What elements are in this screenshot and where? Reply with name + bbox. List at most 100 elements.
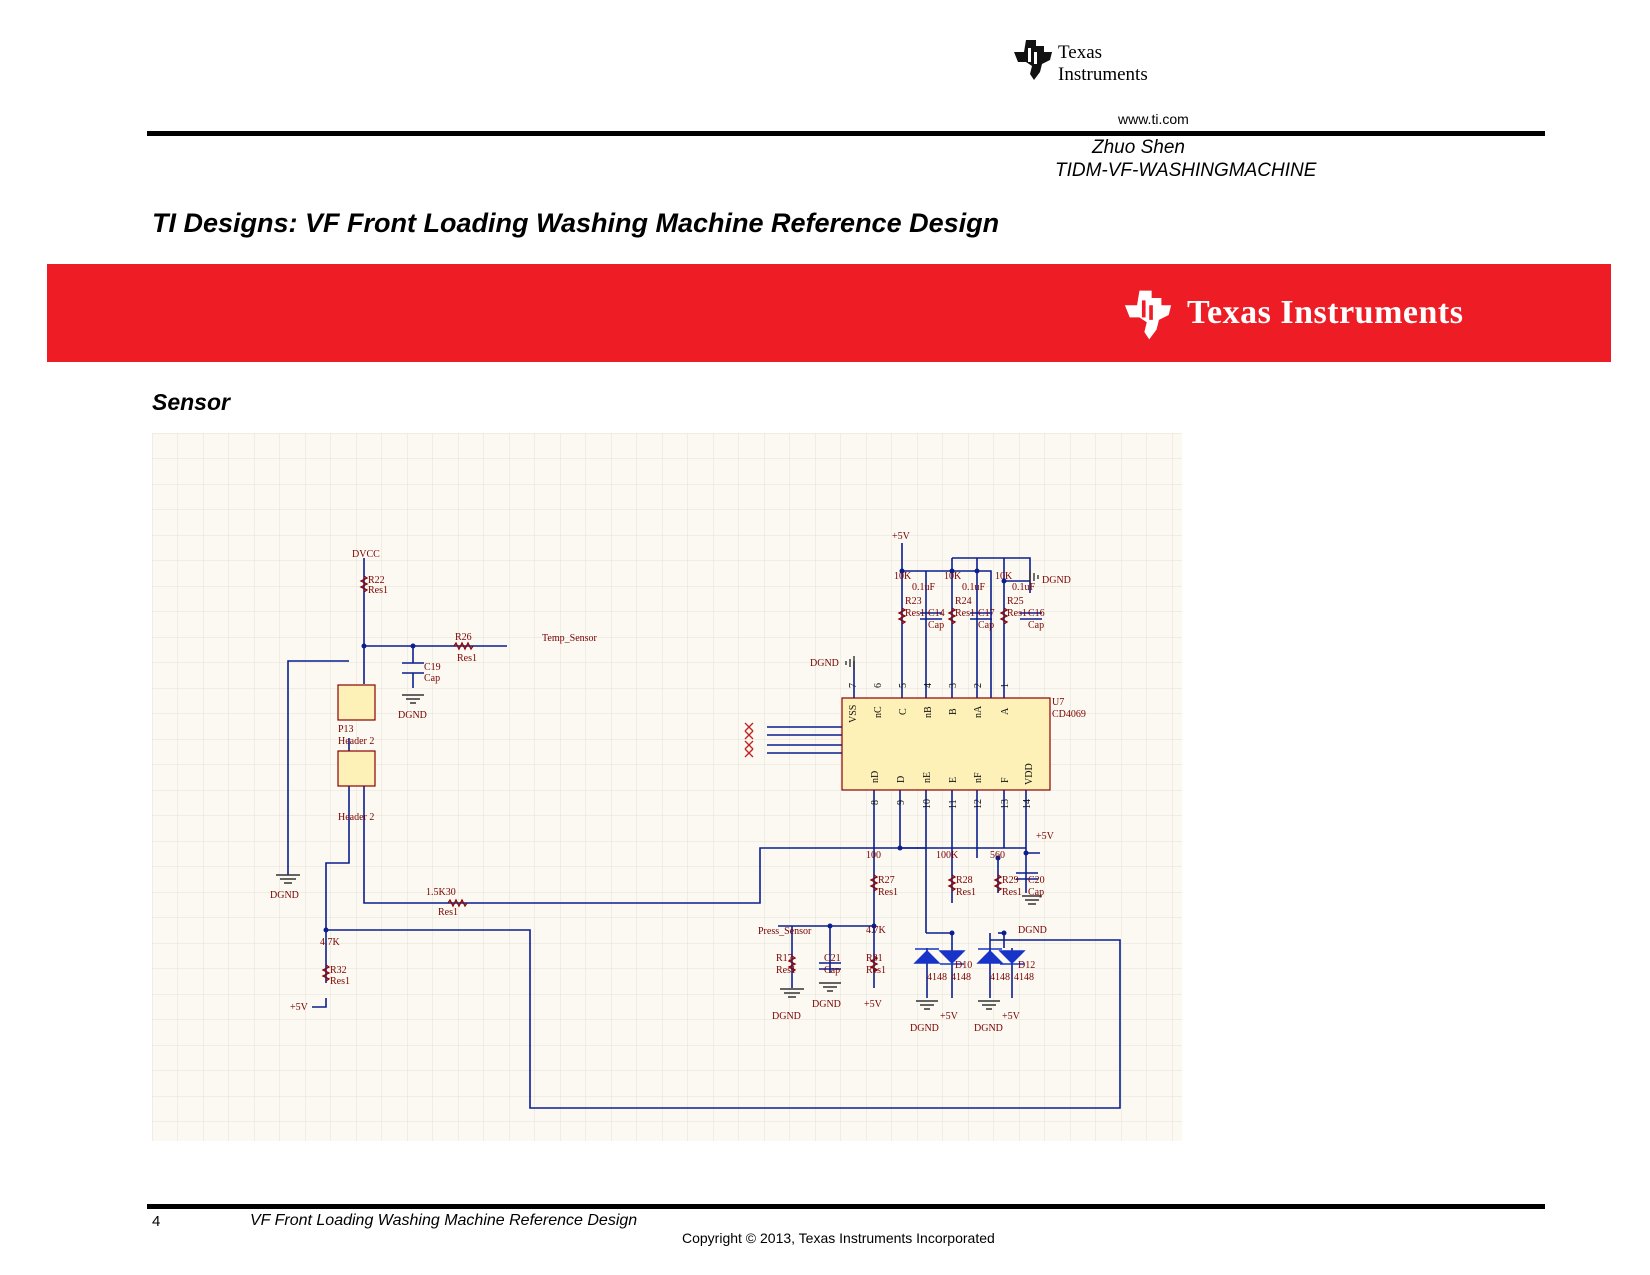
label-r28: R28 [956, 875, 973, 886]
label-100k: 100K [936, 850, 959, 861]
author: Zhuo Shen [1092, 137, 1185, 158]
brand-line-1: Texas [1058, 42, 1103, 63]
label-d12: D12 [1018, 960, 1035, 971]
u7-pin-11: 11 [948, 799, 959, 809]
label-res1-1k530: Res1 [438, 907, 458, 918]
u7-pin-6: 6 [873, 683, 884, 688]
brand-line-2: Instruments [1058, 64, 1148, 85]
label-r25: R25 [1007, 596, 1024, 607]
u7-name-nf: nF [973, 772, 984, 783]
label-r17: R17 [776, 953, 793, 964]
schematic-wires [287, 543, 1121, 1109]
label-dgnd-d-2: DGND [974, 1023, 1003, 1034]
label-r31-type: Res1 [866, 965, 886, 976]
brand-banner [47, 264, 1611, 362]
label-dgnd-u7: DGND [810, 658, 839, 669]
label-c14-type: Cap [928, 620, 944, 631]
label-5v-d-1: +5V [940, 1011, 959, 1022]
label-r31: R31 [866, 953, 883, 964]
label-r32-type: Res1 [330, 976, 350, 987]
label-c17: C17 [978, 608, 995, 619]
u7-name-na: nA [973, 705, 984, 718]
u7-name-nc: nC [873, 706, 884, 718]
label-c17-type: Cap [978, 620, 994, 631]
label-r26: R26 [455, 632, 472, 643]
label-c19: C19 [424, 662, 441, 673]
label-560: 560 [990, 850, 1005, 861]
label-u7: U7 [1052, 697, 1064, 708]
page-number: 4 [152, 1213, 161, 1230]
label-dgnd-left: DGND [270, 890, 299, 901]
u7-name-c: C [898, 708, 909, 715]
u7-pin-4: 4 [923, 683, 934, 688]
u7-name-ne: nE [922, 772, 933, 783]
u7-name-f: F [1000, 777, 1011, 783]
label-4k7-right: 4.7K [866, 925, 887, 936]
label-dgnd-c20: DGND [1018, 925, 1047, 936]
banner-brand-text: Texas Instruments [1187, 294, 1464, 331]
label-r25-type: Res1 [1007, 608, 1027, 619]
bottom-rule [147, 1204, 1545, 1209]
chip-u7 [841, 697, 1051, 791]
capacitor-symbols [402, 612, 1042, 970]
label-1k530: 1.5K30 [426, 887, 456, 898]
label-r26-type: Res1 [457, 653, 477, 664]
label-r22-type: Res1 [368, 585, 388, 596]
u7-pin-8: 8 [870, 800, 881, 805]
site-url: www.ti.com [1118, 111, 1189, 127]
label-diode-4: 4148 [1014, 972, 1034, 983]
label-10k-3: 10K [995, 571, 1013, 582]
label-c21: C21 [824, 953, 841, 964]
label-c20-type: Cap [1028, 887, 1044, 898]
label-diode-1: 4148 [927, 972, 947, 983]
label-dgnd-r17: DGND [772, 1011, 801, 1022]
page-title: TI Designs: VF Front Loading Washing Mac… [152, 208, 1000, 238]
label-5v-d-2: +5V [1002, 1011, 1021, 1022]
u7-pin-12: 12 [973, 799, 984, 809]
label-c14: C14 [928, 608, 945, 619]
label-diode-2: 4148 [951, 972, 971, 983]
label-dgnd-top: DGND [1042, 575, 1071, 586]
no-connect-marks [744, 722, 754, 758]
junction-dots [323, 568, 1029, 936]
label-cap01-3: 0.1uF [1012, 582, 1036, 593]
u7-pin-2: 2 [973, 683, 984, 688]
label-p13: P13 [338, 724, 354, 735]
label-d10: D10 [955, 960, 972, 971]
label-r24: R24 [955, 596, 972, 607]
label-cap01-1: 0.1uF [912, 582, 936, 593]
label-5v-top: +5V [892, 531, 911, 542]
label-u7-part: CD4069 [1052, 709, 1086, 720]
u7-pin-3: 3 [948, 683, 959, 688]
label-r27: R27 [878, 875, 895, 886]
u7-name-vss: VSS [848, 705, 859, 723]
label-diode-3: 4148 [990, 972, 1010, 983]
u7-pin-7: 7 [848, 683, 859, 688]
label-r23: R23 [905, 596, 922, 607]
u7-name-a: A [1000, 707, 1011, 715]
u7-name-vdd: VDD [1024, 763, 1035, 785]
footer-title: VF Front Loading Washing Machine Referen… [250, 1212, 638, 1229]
u7-pin-5: 5 [898, 683, 909, 688]
label-5v-vdd: +5V [1036, 831, 1055, 842]
label-dgnd-c19: DGND [398, 710, 427, 721]
u7-name-e: E [948, 777, 959, 783]
label-r24-type: Res1 [955, 608, 975, 619]
label-dgnd-c21: DGND [812, 999, 841, 1010]
u7-pin-14: 14 [1022, 799, 1033, 809]
section-heading: Sensor [152, 389, 230, 415]
diode-symbols [913, 948, 1026, 965]
label-temp-sensor: Temp_Sensor [542, 633, 598, 644]
u7-pin-1: 1 [1000, 683, 1011, 688]
label-c21-type: Cap [824, 965, 840, 976]
u7-pin-9: 9 [896, 800, 907, 805]
ground-symbols [276, 570, 1042, 1010]
label-press-sensor: Press_Sensor [758, 926, 812, 937]
top-rule [147, 131, 1545, 136]
header-p13 [337, 684, 376, 721]
label-5v-left: +5V [290, 1002, 309, 1013]
document-id: TIDM-VF-WASHINGMACHINE [1055, 160, 1317, 181]
header-p13-b [337, 750, 376, 787]
resistor-symbols [321, 575, 1009, 982]
label-dvcc: DVCC [352, 549, 380, 560]
